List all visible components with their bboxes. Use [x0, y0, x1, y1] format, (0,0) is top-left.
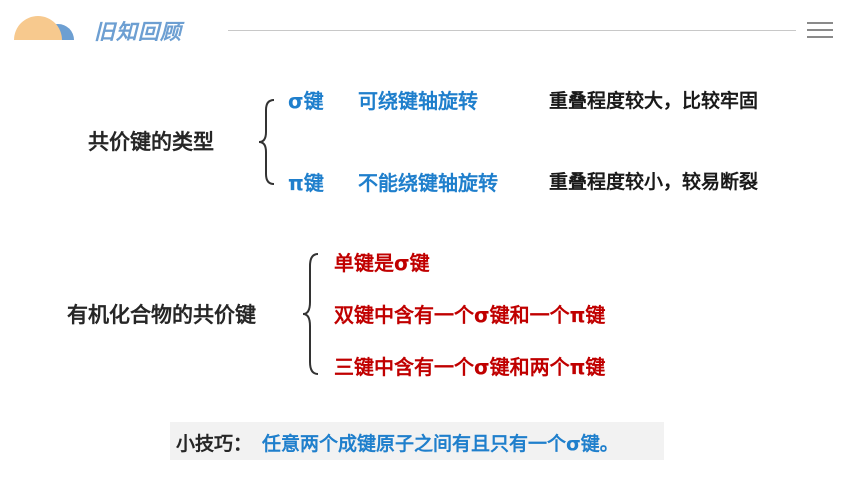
section2-label: 有机化合物的共价键: [67, 303, 256, 327]
pi-overlap-text: 重叠程度较小，较易断裂: [549, 171, 759, 193]
triple-bond-item: 三键中含有一个σ键和两个π键: [334, 355, 606, 379]
header-title: 旧知回顾: [94, 20, 182, 44]
brace-section1: [258, 99, 275, 185]
sigma-rotation-text: 可绕键轴旋转: [358, 89, 478, 113]
tip-label: 小技巧：: [176, 433, 253, 455]
section1-label: 共价键的类型: [88, 130, 214, 154]
sun-logo-icon: [14, 16, 74, 40]
tip-text: 任意两个成键原子之间有且只有一个σ键。: [262, 433, 619, 455]
pi-rotation-text: 不能绕键轴旋转: [358, 171, 498, 195]
double-bond-item: 双键中含有一个σ键和一个π键: [334, 303, 606, 327]
header-divider: [228, 30, 796, 31]
brace-section2: [302, 253, 319, 375]
tip-box: [170, 422, 664, 460]
sigma-overlap-text: 重叠程度较大，比较牢固: [549, 90, 759, 112]
single-bond-item: 单键是σ键: [334, 251, 430, 275]
pi-bond-label: π键: [288, 171, 324, 195]
hamburger-menu-icon[interactable]: [807, 22, 833, 40]
sigma-bond-label: σ键: [288, 89, 324, 113]
